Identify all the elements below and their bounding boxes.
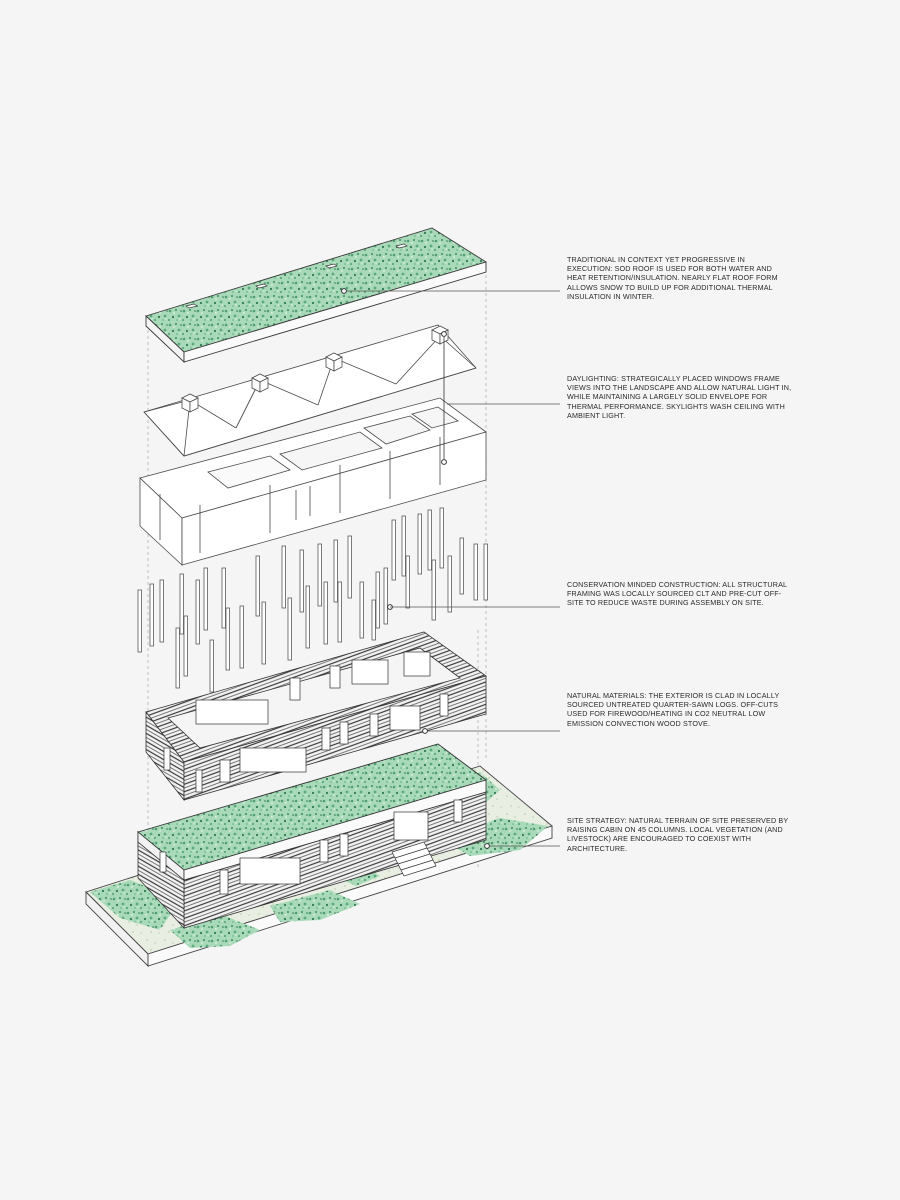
clt-column <box>225 607 230 671</box>
clt-column <box>347 535 352 599</box>
clt-column <box>431 559 436 621</box>
leader-lines <box>347 290 560 847</box>
clt-column <box>405 555 410 609</box>
clt-column <box>375 571 380 629</box>
leader-dot-roof <box>341 288 347 294</box>
clt-column <box>209 639 214 693</box>
clt-column <box>371 599 376 641</box>
log-cladding-layer <box>145 631 487 802</box>
clt-column <box>483 543 488 601</box>
clt-column <box>323 581 328 645</box>
clt-column <box>261 601 266 665</box>
clt-column <box>459 537 464 595</box>
clt-column <box>183 615 188 677</box>
interior-layer <box>139 331 487 566</box>
annotation-daylighting: DAYLIGHTING: STRATEGICALLY PLACED WINDOW… <box>567 374 792 420</box>
ceiling-skylight-layer <box>143 324 477 457</box>
clt-column <box>221 567 226 629</box>
clt-column <box>305 585 310 649</box>
clt-column <box>175 627 180 689</box>
clt-column <box>255 555 260 617</box>
annotation-site-strategy: SITE STRATEGY: NATURAL TERRAIN OF SITE P… <box>567 816 789 853</box>
sod-roof-layer <box>145 227 488 364</box>
clt-column <box>383 567 388 625</box>
leader-dot-site <box>484 843 490 849</box>
clt-column <box>333 539 338 603</box>
clt-column <box>137 589 142 653</box>
clt-columns-layer <box>137 507 488 693</box>
clt-column <box>239 605 244 669</box>
clt-column <box>447 555 452 613</box>
clt-column <box>401 515 406 577</box>
clt-column <box>287 597 292 661</box>
clt-column <box>195 579 200 645</box>
leader-dot-materials <box>422 728 428 734</box>
assembled-cabin-layer <box>85 743 553 968</box>
clt-column <box>317 543 322 607</box>
clt-column <box>391 519 396 581</box>
clt-column <box>427 509 432 571</box>
clt-column <box>359 581 364 639</box>
entry-stairs <box>391 841 437 877</box>
clt-column <box>473 543 478 601</box>
skylight-openings <box>185 243 408 309</box>
clt-column <box>299 549 304 613</box>
clt-column <box>281 545 286 609</box>
annotation-sod-roof: TRADITIONAL IN CONTEXT YET PROGRESSIVE I… <box>567 255 778 301</box>
annotation-natural-materials: NATURAL MATERIALS: THE EXTERIOR IS CLAD … <box>567 691 780 728</box>
leader-dot-daylight <box>441 459 447 465</box>
annotation-construction: CONSERVATION MINDED CONSTRUCTION: ALL ST… <box>567 580 787 608</box>
clt-column <box>203 567 208 631</box>
clt-column <box>159 579 164 643</box>
clt-column <box>417 513 422 575</box>
clt-column <box>337 581 342 643</box>
clt-column <box>439 507 444 569</box>
clt-column <box>149 583 154 647</box>
clt-column <box>179 573 184 635</box>
